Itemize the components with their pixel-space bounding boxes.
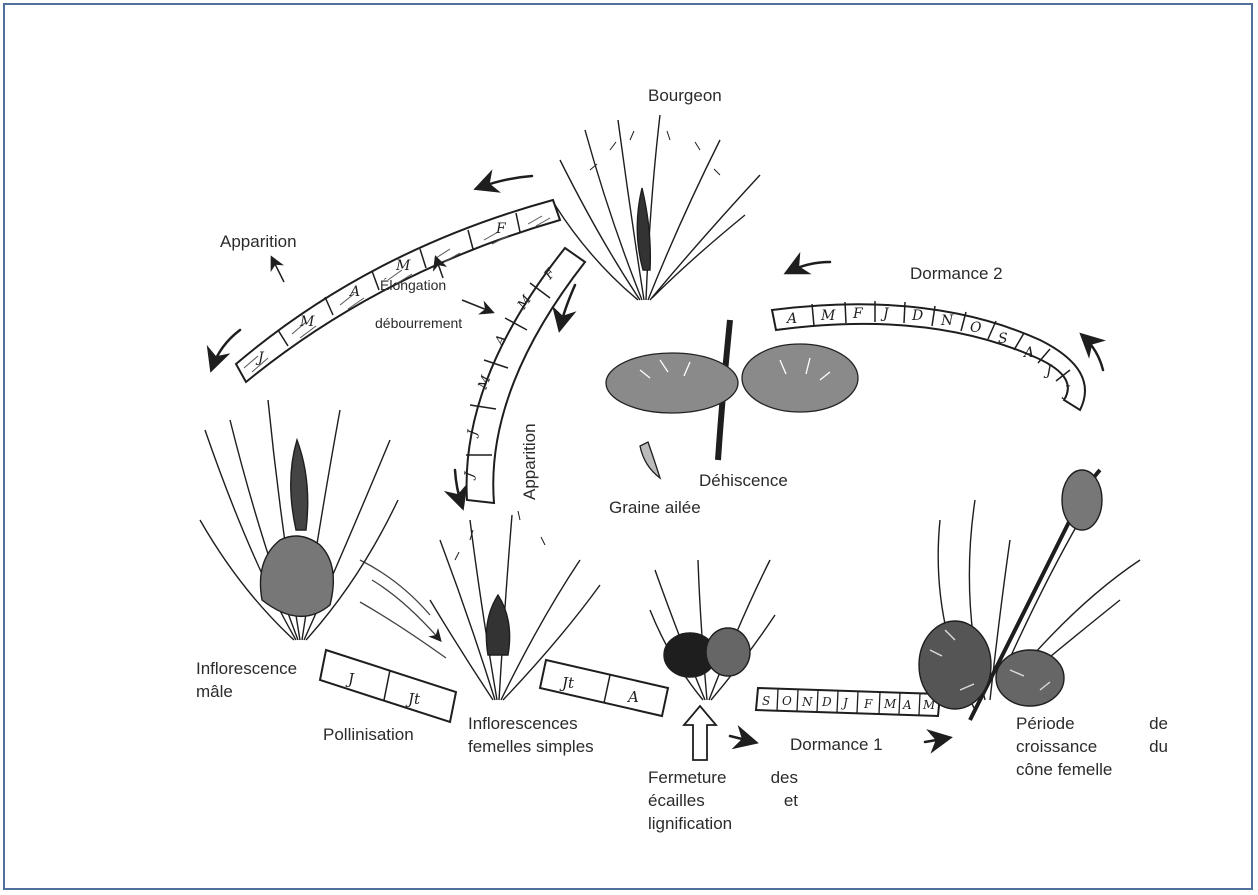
label-graine-ailee: Graine ailée — [609, 496, 701, 519]
label-bourgeon: Bourgeon — [648, 84, 722, 107]
scale-closing-sketch — [650, 560, 775, 700]
hollow-up-arrow — [684, 706, 716, 760]
label-fermeture-word3: écailles — [648, 789, 705, 812]
label-inflorescences-femelles-line2: femelles simples — [468, 735, 594, 758]
label-elongation: Élongation — [380, 276, 446, 294]
label-periode-line3: cône femelle — [1016, 758, 1168, 781]
label-apparition-top: Apparition — [220, 230, 297, 253]
month-right-2: M — [820, 308, 836, 324]
label-inflorescences-femelles: Inflorescences femelles simples — [468, 712, 594, 758]
label-fermeture-word1: Fermeture — [648, 766, 726, 789]
label-apparition-vertical: Apparition — [520, 423, 540, 500]
month-right-11: J — [1061, 384, 1071, 400]
month-d1-7: M — [883, 697, 897, 711]
bud-sketch — [555, 115, 760, 300]
label-periode-word2: de — [1149, 712, 1168, 735]
month-top-2: M — [299, 314, 315, 330]
month-top-5: F — [495, 221, 507, 237]
arrow-to-female — [455, 470, 462, 506]
female-cone-growth-sketch — [919, 470, 1140, 720]
month-d1-3: N — [801, 695, 813, 709]
pollen-streaks — [360, 560, 446, 658]
month-fem-2: A — [626, 688, 639, 706]
label-dehiscence: Déhiscence — [699, 469, 788, 492]
label-periode-word3: croissance — [1016, 735, 1097, 758]
male-inflorescence-sketch — [200, 400, 398, 640]
arrow-bourgeon-to-left — [478, 176, 532, 188]
month-d1-4: D — [821, 695, 832, 709]
label-periode-line1: Période de — [1016, 712, 1168, 735]
month-right-5: D — [911, 308, 923, 324]
month-right-10: J — [1043, 363, 1053, 379]
month-fem-1: Jt — [559, 674, 575, 692]
month-right-6: N — [940, 313, 954, 329]
month-right-8: S — [998, 331, 1008, 347]
label-inflorescences-femelles-line1: Inflorescences — [468, 712, 594, 735]
month-right-9: A — [1022, 345, 1034, 361]
month-top-4: M — [395, 258, 411, 274]
month-top-3: A — [348, 284, 360, 300]
month-band-pollinisation: J Jt — [320, 650, 456, 722]
month-band-dormance1: S O N D J F M A M — [756, 688, 940, 716]
label-inflorescence-male-line1: Inflorescence — [196, 657, 297, 680]
month-poll-2: Jt — [405, 690, 421, 708]
label-periode-word1: Période — [1016, 712, 1075, 735]
label-inflorescence-male-line2: mâle — [196, 680, 297, 703]
label-periode-croissance: Période de croissance du cône femelle — [1016, 712, 1168, 781]
label-pollinisation: Pollinisation — [323, 723, 414, 746]
label-dormance1: Dormance 1 — [790, 733, 883, 756]
month-right-7: O — [970, 320, 982, 336]
dehiscence-sketch — [606, 320, 858, 478]
month-d1-2: O — [782, 694, 792, 708]
label-debourrement: débourrement — [375, 314, 462, 332]
label-fermeture-line2: écailles et — [648, 789, 798, 812]
label-periode-word4: du — [1149, 735, 1168, 758]
label-periode-line2: croissance du — [1016, 735, 1168, 758]
month-d1-6: F — [863, 697, 873, 711]
arrow-left-down — [212, 330, 240, 368]
label-dormance2: Dormance 2 — [910, 262, 1003, 285]
label-fermeture-word4: et — [784, 789, 798, 812]
arrow-dormance1-b — [925, 738, 948, 742]
label-fermeture: Fermeture des écailles et lignification — [648, 766, 798, 835]
month-d1-1: S — [762, 694, 770, 708]
month-right-3: F — [852, 306, 864, 322]
label-inflorescence-male: Inflorescence mâle — [196, 657, 297, 703]
month-d1-8: A — [902, 698, 912, 712]
month-band-female: Jt A — [540, 660, 668, 716]
month-right-1: A — [785, 311, 797, 327]
label-fermeture-line3: lignification — [648, 812, 798, 835]
arrow-into-dehiscence — [788, 262, 830, 272]
label-fermeture-word2: des — [771, 766, 798, 789]
label-fermeture-line1: Fermeture des — [648, 766, 798, 789]
arrow-dormance1-a — [730, 736, 754, 742]
arrow-right-up — [1083, 336, 1103, 370]
